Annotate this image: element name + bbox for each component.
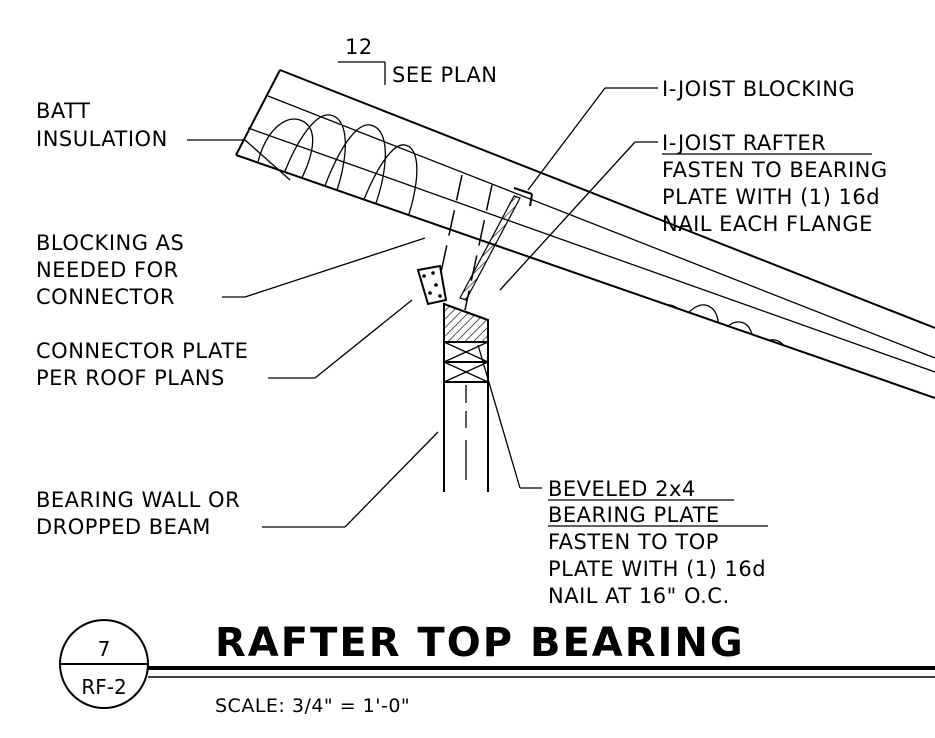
blocking-dashed — [434, 174, 493, 311]
note-batt-insulation: BATT INSULATION — [36, 99, 168, 151]
note-line: PER ROOF PLANS — [36, 366, 225, 390]
detail-sheet: RF-2 — [81, 675, 126, 699]
note-i-joist-blocking: I-JOIST BLOCKING — [662, 77, 855, 101]
batt-insulation-right — [629, 304, 789, 398]
note-line: NAIL AT 16" O.C. — [548, 584, 730, 608]
note-line: NEEDED FOR — [36, 258, 179, 282]
note-title: BEARING PLATE — [548, 503, 720, 527]
note-i-joist-rafter: I-JOIST RAFTER FASTEN TO BEARING PLATE W… — [662, 131, 888, 236]
note-line: CONNECTOR — [36, 285, 175, 309]
connector-plate — [416, 264, 448, 306]
note-connector-plate: CONNECTOR PLATE PER ROOF PLANS — [36, 339, 248, 390]
detail-scale: SCALE: 3/4" = 1'-0" — [215, 695, 410, 717]
top-plates — [443, 341, 489, 383]
note-line: NAIL EACH FLANGE — [662, 212, 873, 236]
pitch-note: SEE PLAN — [392, 63, 497, 87]
beveled-bearing-plate — [443, 302, 489, 343]
note-line: INSULATION — [36, 127, 168, 151]
i-joist-blocking-member — [459, 187, 533, 301]
note-line: BLOCKING AS — [36, 231, 184, 255]
detail-number: 7 — [98, 637, 111, 661]
detail-bubble: 7 RF-2 — [59, 619, 149, 709]
bearing-wall — [443, 382, 489, 492]
note-line: BEARING WALL OR — [36, 488, 240, 512]
note-line: I-JOIST BLOCKING — [662, 77, 855, 101]
note-line: BATT — [36, 99, 90, 123]
detail-title-block: RAFTER TOP BEARING SCALE: 3/4" = 1'-0" — [148, 620, 935, 717]
i-joist-rafter — [235, 69, 935, 399]
note-title: BEVELED 2x4 — [548, 477, 696, 501]
note-line: FASTEN TO BEARING — [662, 158, 888, 182]
leader-lines — [187, 87, 658, 528]
note-line: FASTEN TO TOP — [548, 530, 719, 554]
pitch-indicator: 12 SEE PLAN — [338, 35, 497, 87]
note-title: I-JOIST RAFTER — [662, 131, 826, 155]
note-line: PLATE WITH (1) 16d — [662, 185, 880, 209]
note-bearing-wall: BEARING WALL OR DROPPED BEAM — [36, 488, 240, 539]
note-blocking: BLOCKING AS NEEDED FOR CONNECTOR — [36, 231, 184, 309]
note-line: CONNECTOR PLATE — [36, 339, 248, 363]
note-line: DROPPED BEAM — [36, 515, 211, 539]
pitch-rise: 12 — [345, 35, 373, 59]
batt-insulation-left — [254, 114, 418, 251]
detail-title: RAFTER TOP BEARING — [215, 620, 745, 666]
note-line: PLATE WITH (1) 16d — [548, 557, 766, 581]
note-beveled-plate: BEVELED 2x4 BEARING PLATE FASTEN TO TOP … — [548, 477, 768, 608]
